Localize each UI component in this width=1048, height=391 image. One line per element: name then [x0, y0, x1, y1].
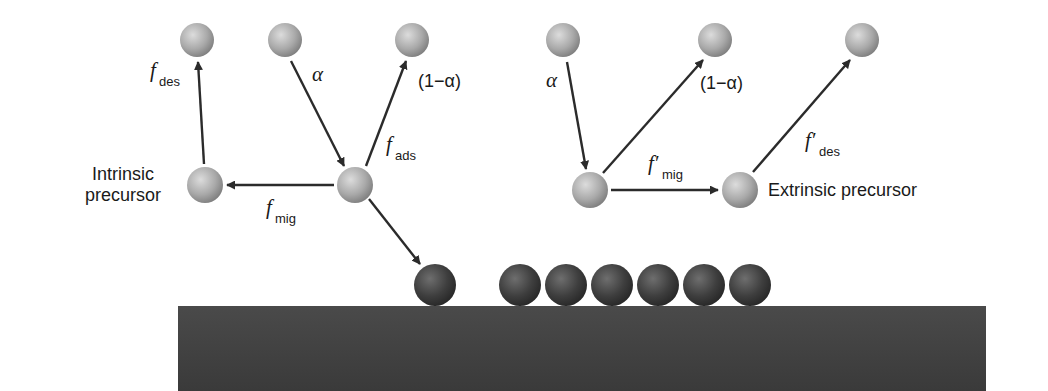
probability-label: α	[546, 70, 557, 91]
rate-subscript: des	[159, 75, 180, 88]
precursor-molecules	[187, 167, 758, 208]
gas-molecules	[180, 23, 879, 57]
substrate	[178, 306, 986, 391]
probability-label: (1−α)	[700, 74, 743, 92]
probability-label: α	[312, 64, 323, 85]
probability-label: (1−α)	[418, 72, 461, 90]
rate-symbol: f	[150, 60, 156, 81]
process-arrows	[198, 60, 850, 264]
precursor-label: Extrinsic precursor	[768, 180, 917, 201]
precursor-name: Intrinsic precursor	[64, 164, 182, 205]
rate-symbol: f	[386, 134, 392, 155]
adsorbed-layer	[414, 264, 771, 306]
precursor-label: Intrinsic precursor	[64, 164, 182, 205]
rate-subscript: mig	[662, 168, 683, 181]
rate-symbol: f′	[805, 130, 815, 151]
rate-subscript: mig	[275, 212, 296, 225]
precursor-name: Extrinsic precursor	[768, 180, 917, 201]
rate-subscript: des	[819, 145, 840, 158]
rate-subscript: ads	[395, 149, 416, 162]
rate-symbol: f	[266, 197, 272, 218]
rate-symbol: f′	[648, 153, 658, 174]
